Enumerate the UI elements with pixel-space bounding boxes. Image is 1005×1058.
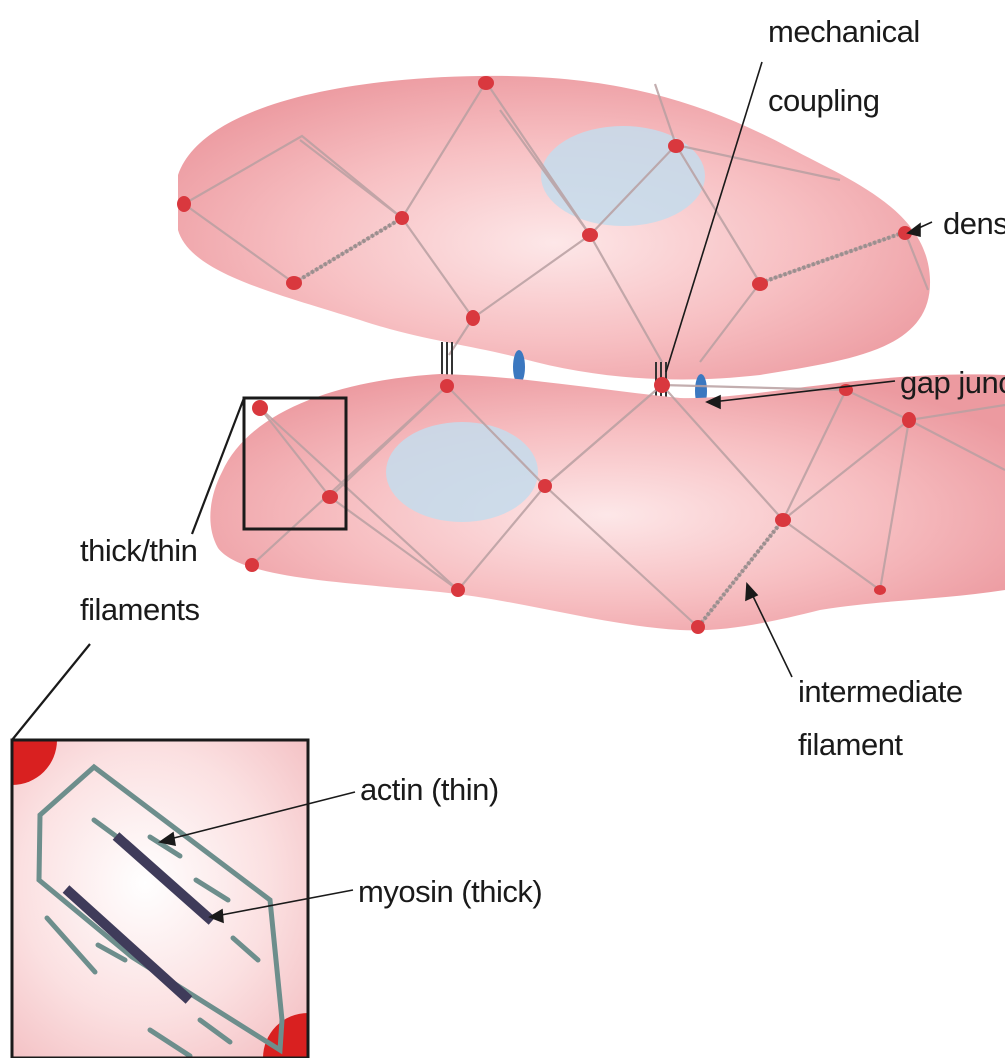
mechanical-coupling-left (442, 342, 452, 376)
lower-cell (210, 374, 1005, 634)
label-gap-junction: gap junc (900, 365, 1005, 400)
inset-background (12, 740, 308, 1058)
label-thick-thin-line2: filaments (80, 592, 200, 627)
inset-connector (12, 644, 90, 740)
label-thick-thin-line1: thick/thin (80, 533, 197, 568)
lower-nucleus (386, 422, 538, 522)
label-dense-body: dens (943, 206, 1005, 241)
upper-cell-body (178, 76, 930, 380)
filament-inset (0, 695, 353, 1058)
upper-cell (177, 76, 930, 380)
label-myosin: myosin (thick) (358, 874, 542, 909)
label-intermediate-line1: intermediate (798, 674, 963, 709)
label-actin: actin (thin) (360, 772, 499, 807)
label-intermediate-line2: filament (798, 727, 903, 762)
label-mechanical-line2: coupling (768, 83, 879, 118)
label-mechanical-line1: mechanical (768, 14, 920, 49)
